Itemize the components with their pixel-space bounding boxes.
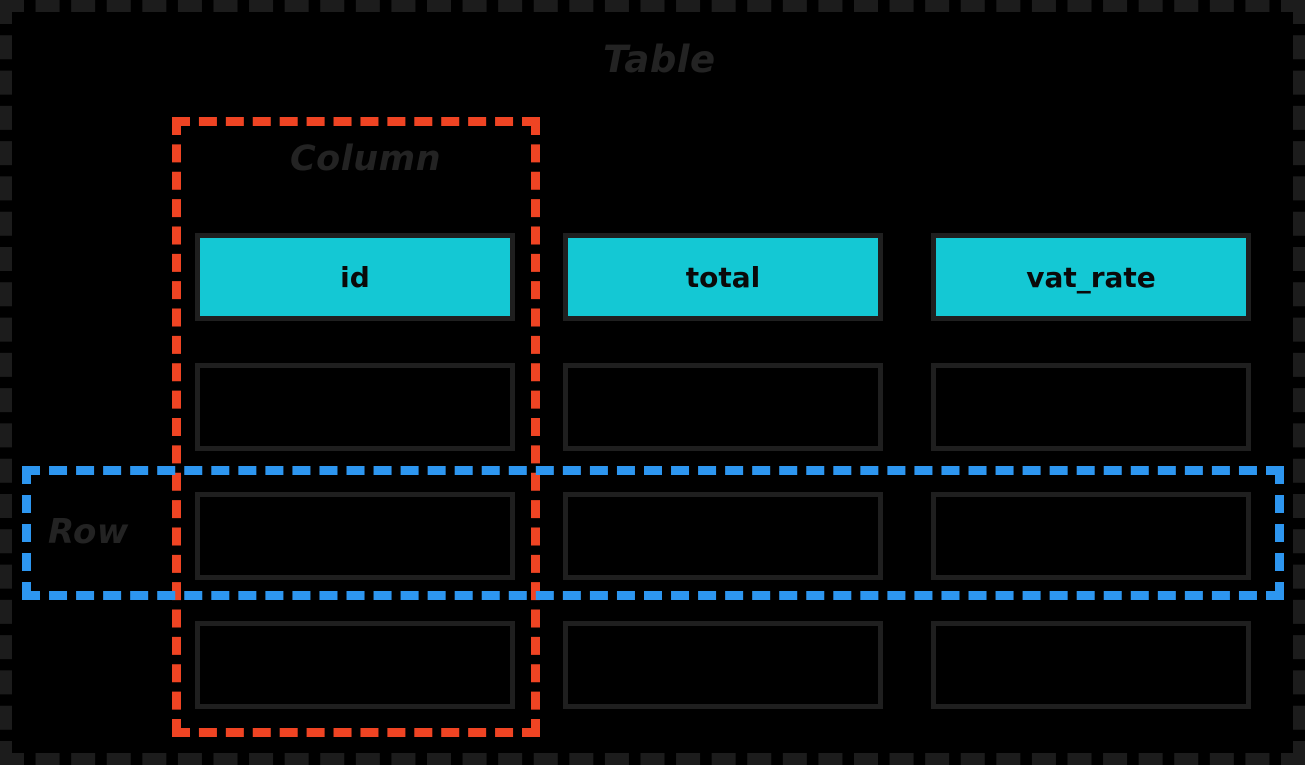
table-cell-id[interactable] — [195, 363, 515, 451]
region-label-table: Table — [603, 38, 716, 81]
column-header-vat-rate[interactable]: vat_rate — [931, 233, 1251, 321]
table-cell-total[interactable] — [563, 621, 883, 709]
table-cell-vat-rate[interactable] — [931, 621, 1251, 709]
table-cell-id[interactable] — [195, 492, 515, 580]
region-label-row: Row — [48, 512, 129, 552]
region-column[interactable] — [172, 117, 540, 737]
region-label-column: Column — [290, 139, 442, 179]
column-header-id[interactable]: id — [195, 233, 515, 321]
table-cell-total[interactable] — [563, 363, 883, 451]
table-cell-vat-rate[interactable] — [931, 492, 1251, 580]
table-cell-vat-rate[interactable] — [931, 363, 1251, 451]
region-row[interactable] — [22, 466, 1284, 600]
table-row — [195, 621, 1255, 709]
table-header-row: id total vat_rate — [195, 233, 1255, 321]
table-row — [195, 492, 1255, 580]
table-cell-id[interactable] — [195, 621, 515, 709]
table-grid: id total vat_rate — [195, 233, 1255, 709]
table-row — [195, 363, 1255, 451]
table-cell-total[interactable] — [563, 492, 883, 580]
column-header-total[interactable]: total — [563, 233, 883, 321]
